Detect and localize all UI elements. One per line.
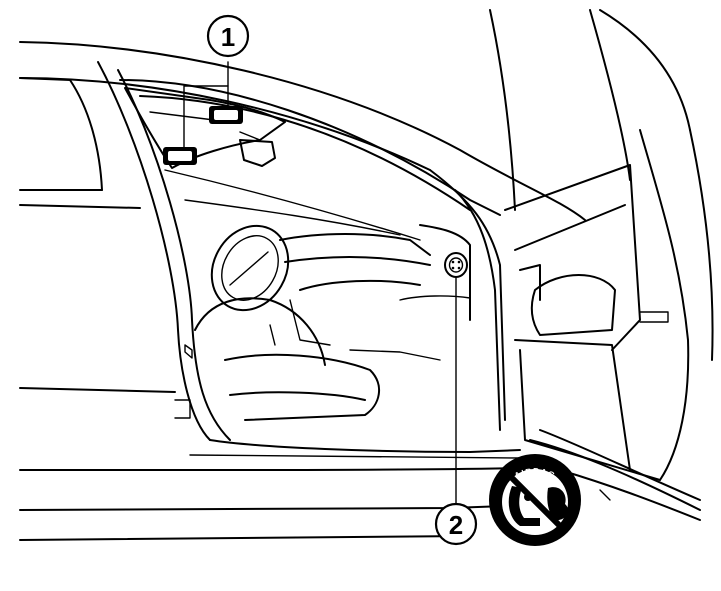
passenger-airbag-status-light-icon <box>444 252 468 509</box>
no-child-seat-airbag-icon: AIRBAG <box>489 454 581 546</box>
airbag-ring-text: AIRBAG <box>513 466 558 481</box>
windshield-frame <box>119 79 506 431</box>
front-seat <box>194 297 441 421</box>
callout-1: 1 <box>206 14 250 58</box>
callout-2-number: 2 <box>449 510 463 540</box>
steering-and-dash <box>210 224 471 346</box>
front-door-open <box>489 9 714 521</box>
callout-1-number: 1 <box>221 22 235 52</box>
callout-2: 2 <box>434 502 478 546</box>
overhead-console <box>124 61 286 169</box>
